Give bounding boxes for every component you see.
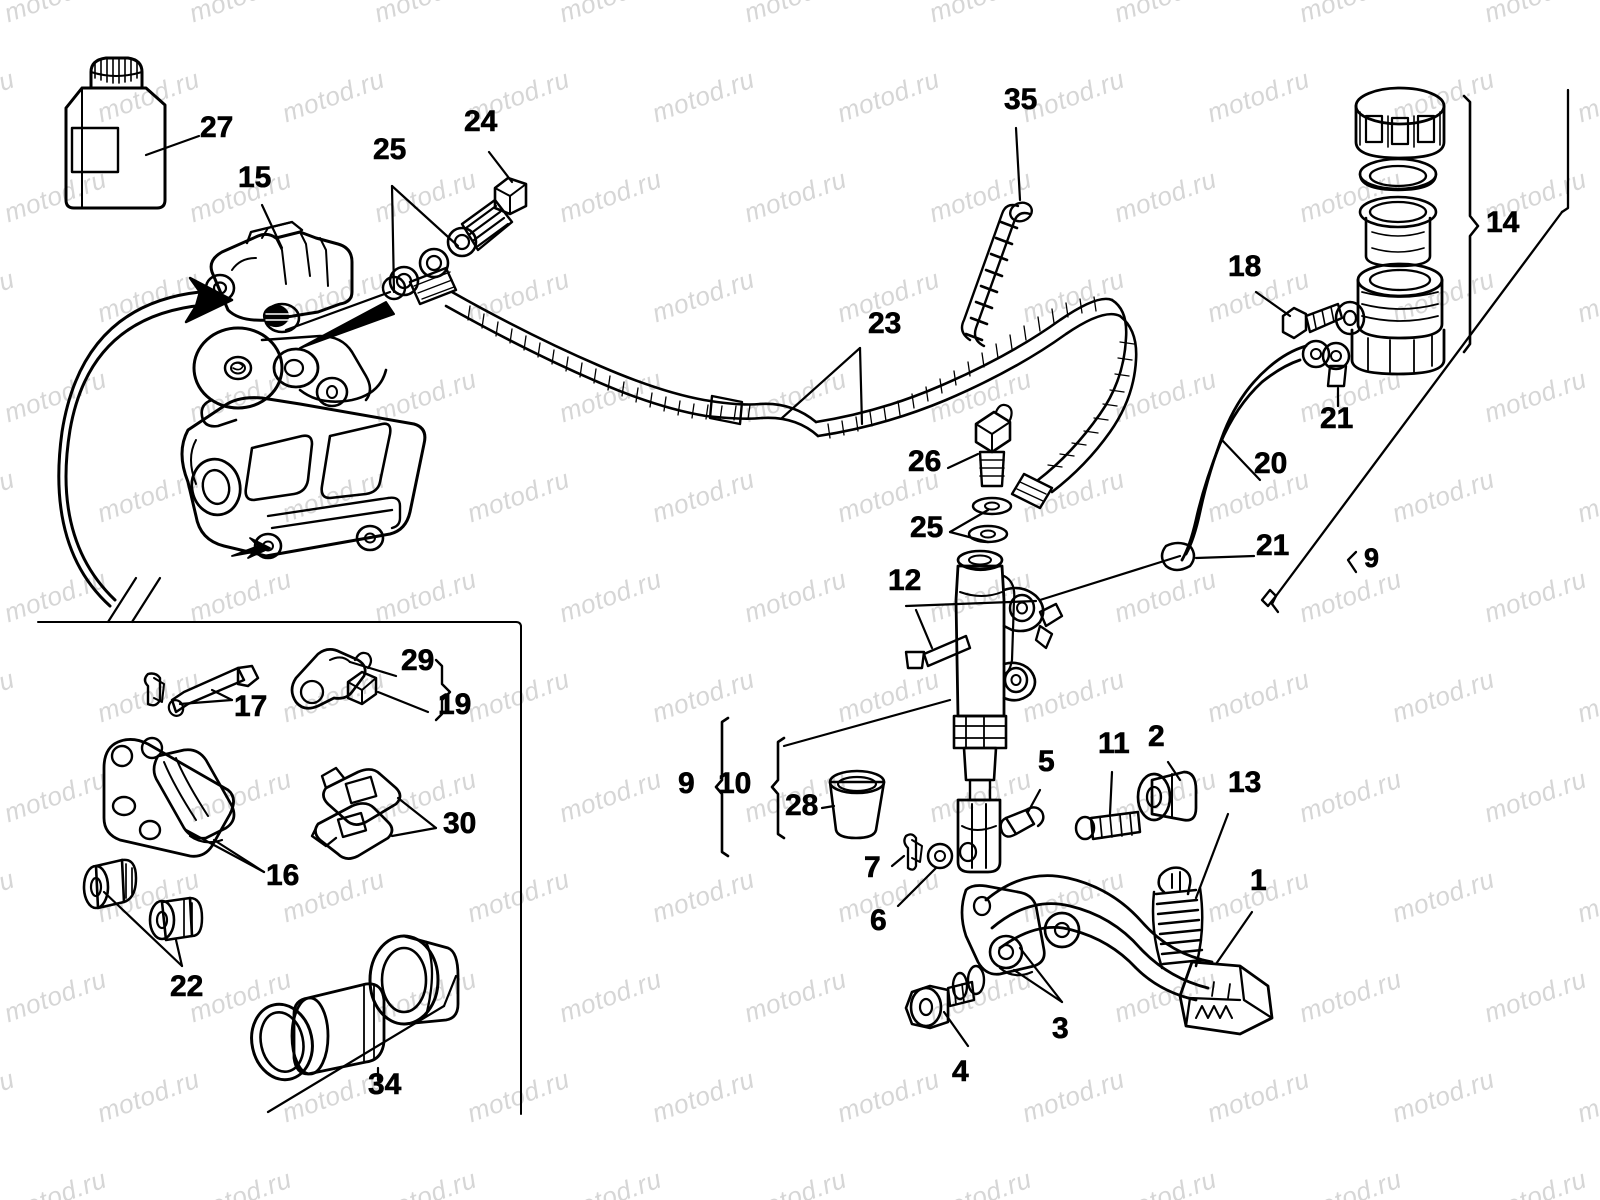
caliper-slide-pins: [82, 858, 204, 942]
pivot-screw: [1074, 810, 1142, 841]
callout-12: 12: [888, 564, 922, 597]
callout-9-right: 9: [1364, 543, 1380, 573]
return-spring: [1151, 866, 1205, 970]
callout-1: 1: [1250, 864, 1267, 897]
callout-18: 18: [1228, 250, 1262, 283]
brace-14: [1462, 94, 1480, 354]
callout-26: 26: [908, 445, 942, 478]
callout-27: 27: [200, 111, 234, 144]
callout-25-b: 25: [910, 511, 944, 544]
clevis-pin: [999, 806, 1045, 838]
brace-9: [714, 716, 730, 858]
callout-34: 34: [368, 1068, 402, 1101]
callout-21-b: 21: [1256, 529, 1290, 562]
brake-hose-right: [1160, 344, 1308, 572]
callout-30: 30: [443, 807, 477, 840]
callout-24: 24: [464, 105, 498, 138]
callout-23: 23: [868, 307, 902, 340]
callout-19: 19: [438, 688, 472, 721]
callout-15: 15: [238, 161, 272, 194]
brake-pedal: [984, 874, 1274, 1036]
callout-7: 7: [864, 851, 881, 884]
master-cylinder: [952, 549, 1064, 874]
reservoir-cap-assembly: [1334, 86, 1446, 376]
bracket-19: [434, 658, 452, 722]
mounting-bolt-12: [904, 634, 972, 670]
brake-hose-upper: [408, 266, 1138, 510]
hose-protector-spring: [960, 201, 1033, 348]
callout-21-a: 21: [1320, 402, 1354, 435]
brake-pads: [102, 736, 236, 858]
rear-brake-caliper: [180, 220, 427, 560]
callout-29: 29: [401, 644, 435, 677]
brace-9-right: [1260, 88, 1570, 614]
piston-seal-kit: [250, 934, 460, 1082]
callout-28: 28: [785, 789, 819, 822]
callout-16: 16: [266, 859, 300, 892]
callout-9-left: 9: [678, 767, 695, 800]
callout-17: 17: [234, 690, 268, 723]
callout-5: 5: [1038, 745, 1055, 778]
callout-11: 11: [1098, 727, 1130, 760]
callout-22: 22: [170, 970, 204, 1003]
callout-3: 3: [1052, 1012, 1069, 1045]
pedal-bushing: [1136, 770, 1198, 822]
rubber-boot: [828, 769, 886, 840]
callout-6: 6: [870, 904, 887, 937]
bleeder-valve: [290, 648, 378, 710]
brace-10: [770, 736, 786, 840]
callout-14: 14: [1486, 206, 1520, 239]
hose-joint-bolt: [967, 403, 1013, 544]
brake-fluid-bottle: [64, 56, 167, 210]
callout-10: 10: [718, 767, 752, 800]
callout-13: 13: [1228, 766, 1262, 799]
callout-2: 2: [1148, 720, 1165, 753]
banjo-bolt-right: [1281, 302, 1344, 340]
callout-25-a: 25: [373, 133, 407, 166]
sealing-washer-right: [1301, 339, 1351, 388]
cotter-pin-washer: [903, 833, 954, 871]
inset-box-border: [37, 576, 522, 1115]
callout-4: 4: [952, 1055, 969, 1088]
callout-20: 20: [1254, 447, 1288, 480]
pad-shim-plates: [310, 766, 402, 860]
callout-35: 35: [1004, 83, 1038, 116]
pedal-pivot: [904, 884, 1046, 1030]
rotation-arrow: [57, 276, 234, 608]
